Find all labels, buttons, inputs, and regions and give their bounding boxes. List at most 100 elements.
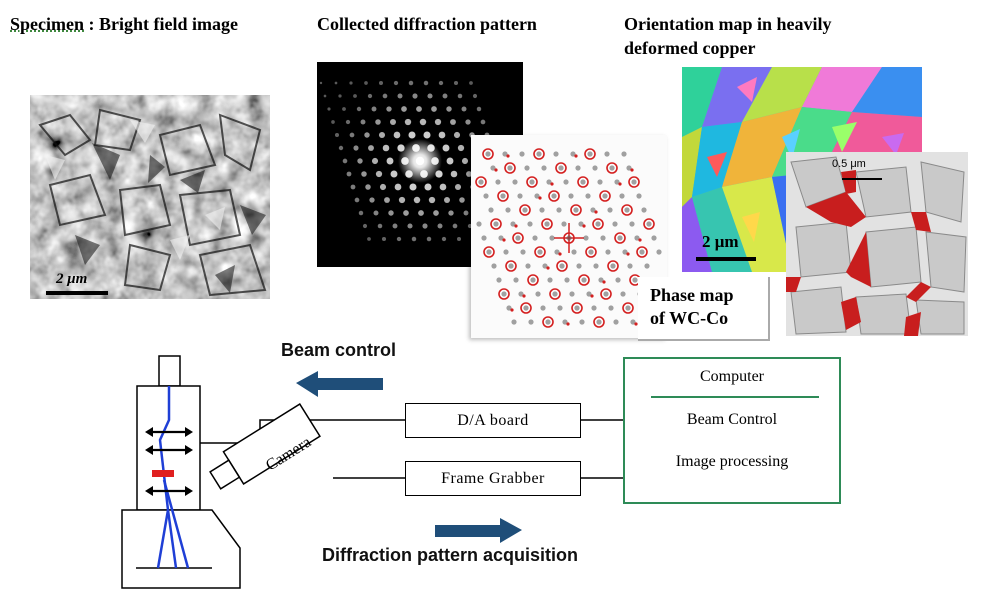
indexed-spot <box>478 179 484 185</box>
indexed-spot <box>622 249 628 255</box>
orientation-heading-line1: Orientation map in heavily <box>624 14 832 34</box>
indexed-spot <box>632 277 638 283</box>
diffraction-spot <box>364 81 368 85</box>
diffraction-spot <box>403 210 409 216</box>
diffraction-spot <box>465 119 471 125</box>
indexed-ring <box>621 204 633 216</box>
phase-map-image: 0.5 μm <box>786 152 968 336</box>
indexed-ring <box>570 204 582 216</box>
indexed-spot <box>644 263 650 269</box>
diffraction-spot <box>390 170 398 178</box>
indexed-spot <box>619 193 625 199</box>
microscope-chamber <box>121 509 241 589</box>
computer-title: Computer <box>700 368 764 385</box>
indexed-spot <box>634 235 640 241</box>
indexed-spot <box>602 193 608 199</box>
indexed-spot <box>537 249 543 255</box>
indexed-spot <box>613 319 619 325</box>
diffraction-spot <box>472 93 478 99</box>
indexed-spot <box>476 221 482 227</box>
diffraction-spot <box>393 131 401 139</box>
diffraction-spot <box>377 223 383 229</box>
indexed-spot <box>556 207 562 213</box>
indexed-ring <box>585 246 597 258</box>
indexed-spot <box>590 207 596 213</box>
bright-field-heading-rest: : Bright field image <box>84 14 238 34</box>
indexed-spot <box>501 291 507 297</box>
indexed-ring <box>622 302 634 314</box>
diffraction-spot <box>437 223 443 229</box>
indexed-ring <box>571 302 583 314</box>
acquisition-label: Diffraction pattern acquisition <box>322 545 579 565</box>
diffraction-spot <box>367 93 373 99</box>
diffraction-spot <box>364 132 370 138</box>
diffraction-spot <box>450 170 458 178</box>
indexed-spot <box>530 277 536 283</box>
diffraction-spot <box>408 80 414 86</box>
orientation-heading-line2: deformed copper <box>624 38 756 58</box>
orientation-scale-bar <box>696 257 756 261</box>
diffraction-spot <box>356 106 362 112</box>
indexed-ring <box>505 260 517 272</box>
indexed-ring <box>533 148 545 160</box>
indexed-spot <box>617 235 623 241</box>
indexed-spot <box>610 263 616 269</box>
indexed-ring <box>512 232 524 244</box>
specimen-word: Specimen <box>10 14 84 34</box>
computer-divider <box>651 396 819 398</box>
indexed-ring <box>482 148 494 160</box>
indexed-ring <box>548 190 560 202</box>
diffraction-spot <box>439 183 447 191</box>
diffraction-spot <box>452 223 458 229</box>
indexed-spot <box>586 291 592 297</box>
indexed-ring <box>555 162 567 174</box>
diffraction-spot <box>424 183 432 191</box>
diffraction-spot <box>418 210 424 216</box>
indexed-spot <box>545 319 551 325</box>
indexed-dot <box>626 252 630 256</box>
diffraction-spot <box>327 107 331 111</box>
indexed-spot <box>595 221 601 227</box>
diffraction-spot <box>435 170 443 178</box>
indexed-spot <box>579 319 585 325</box>
bright-field-image: 2 μm <box>30 95 270 299</box>
diffraction-spot <box>423 80 429 86</box>
indexed-spot <box>490 165 496 171</box>
indexed-spot <box>612 221 618 227</box>
indexed-spot <box>593 263 599 269</box>
indexed-ring <box>526 176 538 188</box>
indexed-spot <box>512 179 518 185</box>
diffraction-spot <box>379 183 387 191</box>
diffraction-spot <box>461 157 469 165</box>
diffraction-spot <box>350 184 356 190</box>
diffraction-spot <box>401 106 407 112</box>
indexed-ring <box>614 232 626 244</box>
diffraction-spot <box>369 197 375 203</box>
diffraction-spot <box>362 223 368 229</box>
diffraction-spot <box>386 106 392 112</box>
indexed-spot <box>603 291 609 297</box>
indexed-ring <box>593 316 605 328</box>
indexed-spot <box>520 249 526 255</box>
indexed-spot <box>524 165 530 171</box>
indexed-spot <box>507 165 513 171</box>
diffraction-spot <box>431 157 439 165</box>
diffraction-spot <box>381 236 387 242</box>
diffraction-spot <box>466 171 472 177</box>
indexed-dot <box>566 322 570 326</box>
diffraction-spot <box>388 210 394 216</box>
indexed-dot <box>522 294 526 298</box>
indexed-spot <box>597 179 603 185</box>
diffraction-spot <box>469 81 473 85</box>
diffraction-spot <box>368 145 374 151</box>
bright-field-scale-label: 2 μm <box>56 271 88 287</box>
indexed-spot <box>561 221 567 227</box>
indexed-spot <box>486 249 492 255</box>
indexed-dot <box>546 266 550 270</box>
diffraction-spot <box>338 145 344 151</box>
diffraction-spot <box>409 183 417 191</box>
indexed-spot <box>519 151 525 157</box>
indexed-dot <box>594 210 598 214</box>
indexed-spot <box>562 319 568 325</box>
indexed-spot <box>592 165 598 171</box>
